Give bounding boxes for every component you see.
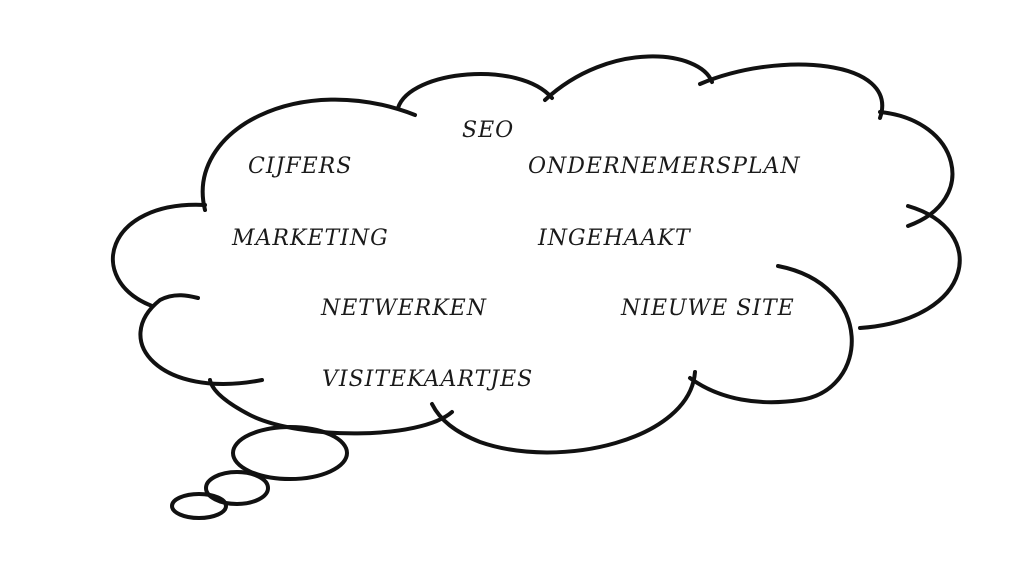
word-marketing: MARKETING (232, 226, 389, 251)
word-seo: SEO (462, 118, 515, 143)
word-nieuwe-site: NIEUWE SITE (621, 296, 795, 321)
word-ondernemersplan: ONDERNEMERSPLAN (528, 154, 801, 179)
thought-bubble-medium (204, 470, 270, 506)
word-ingehaakt: INGEHAAKT (538, 226, 691, 251)
thought-bubbles (170, 425, 349, 520)
cloud-lobe-left-lower (138, 293, 264, 386)
thought-bubble-small (170, 492, 228, 520)
cloud-lobe-bottom-middle (430, 370, 697, 455)
word-visitekaartjes: VISITEKAARTJES (322, 367, 534, 392)
cloud-lobe-top-middle (396, 72, 554, 110)
cloud-lobe-top-right (543, 54, 714, 102)
cloud-lobe-top-left (200, 97, 417, 212)
cloud-lobe-bottom-right (688, 264, 854, 405)
thought-bubble-large (231, 425, 349, 481)
cloud-lobe-far-top-right (698, 62, 885, 120)
cloud-lobe-left-upper (110, 202, 207, 308)
word-cijfers: CIJFERS (248, 154, 353, 179)
cloud-lobe-right-lower (858, 204, 962, 330)
word-netwerken: NETWERKEN (321, 296, 487, 321)
cloud-lobe-bottom-left (208, 378, 454, 436)
cloud-outline (110, 54, 962, 455)
